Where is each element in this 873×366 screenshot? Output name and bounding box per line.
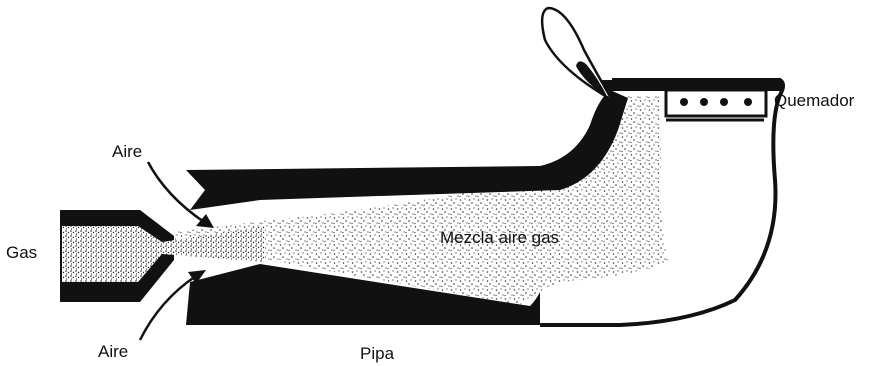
label-pipa: Pipa [360,345,394,362]
label-quemador: Quemador [774,92,854,109]
air-arrow-top-head [196,214,214,228]
burner-port [720,98,728,106]
label-gas: Gas [6,244,37,261]
burner-port [744,98,752,106]
label-aire-bottom: Aire [98,343,128,360]
label-mezcla-aire-gas: Mezcla aire gas [440,229,559,246]
burner-port [680,98,688,106]
label-aire-top: Aire [112,143,142,160]
burner-port [700,98,708,106]
